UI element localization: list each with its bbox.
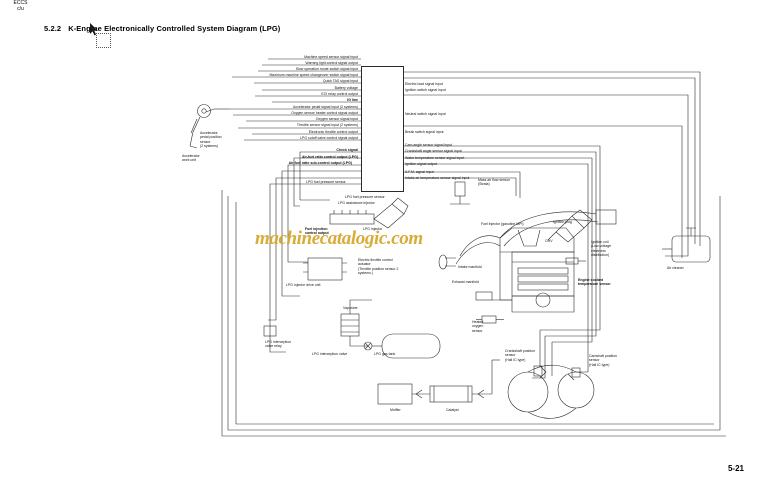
watermark: machinecatalogic.com (255, 228, 423, 249)
lpg-interception-valve-relay-label: LPG interception valve relay (265, 340, 292, 349)
electric-throttle-actuator-label: Electric throttle control actuator (Thro… (358, 258, 399, 276)
signal-label-accelerator-pedal: Accelerator pedal signal input (2 system… (293, 104, 358, 109)
signal-label-lpg-cutoff-valve: LPG cutoff valve control signal output (300, 135, 358, 140)
crankshaft-position-sensor-label: Crankshaft position sensor (Hall IC type… (505, 349, 535, 362)
signal-label-electronic-throttle: Electronic throttle control output (308, 129, 358, 134)
eccs-control-unit (361, 66, 404, 192)
ecu-subname: c/u (17, 6, 24, 13)
lpg-gas-tank-label: LPG gas tank (374, 352, 396, 356)
signal-label-max-machine-speed: Maximum machine speed changeover switch … (269, 72, 358, 77)
signal-label-throttle-sensor: Throttle sensor signal input (2 systems) (296, 123, 358, 127)
eccs-control-unit-label: ECCS c/u (0, 0, 41, 13)
section-number: 5.2.2 (44, 24, 62, 33)
signal-label-lpg-fuel-pressure-left: LPG fuel pressure sensor (306, 180, 346, 184)
page-number: 5-21 (727, 464, 744, 473)
signal-label-neutral-switch: Neutral switch signal input (405, 112, 446, 116)
signal-label-intake-air-temp: Intake air temperature sensor signal inp… (405, 175, 470, 180)
signal-label-battery-voltage: Battery voltage (334, 85, 358, 90)
signal-label-slow-operation-mode: Slow operation mode switch signal input (295, 66, 358, 71)
camshaft-position-sensor-label: Camshaft position sensor (Hall IC type) (589, 354, 618, 367)
catalyst-label: Catalyst (446, 408, 459, 412)
signal-label-crankshaft-angle: Crankshaft angle sensor signal input (405, 149, 462, 153)
signal-label-electric-load: Electric load signal input (405, 82, 443, 86)
signal-label-ig-line: IG line (347, 97, 358, 102)
heated-oxygen-sensor-label: Heated oxygen sensor (472, 320, 484, 333)
signal-label-air-fuel-ratio-sub: Air-fuel ratio sub-control output (LPG) (288, 161, 352, 165)
lpg-interception-valve-label: LPG interception valve (312, 352, 348, 356)
signal-label-quick-tas: Quick TAS signal input (322, 78, 358, 83)
signal-label-air-fuel-ratio-control: Air-fuel ratio control output (LPG) (302, 154, 358, 159)
section-title: K-Engine Electronically Controlled Syste… (68, 24, 281, 33)
signal-label-ignition-signal-output: Ignition signal output (405, 161, 438, 166)
signal-label-afm: A.F.M. signal input (405, 169, 434, 174)
air-cleaner-label: Air cleaner (667, 266, 684, 270)
vaporizer-label: Vaporizer (343, 306, 358, 310)
lpg-assistance-injector-label: LPG assistance injector (338, 201, 375, 205)
signal-label-break-switch: Break switch signal input (405, 130, 444, 134)
page-title: 5.2.2 K-Engine Electronically Controlled … (44, 24, 280, 33)
ecu-name: ECCS (13, 0, 28, 6)
accelerator-pedal-sensor-label: Accelerator pedal position sensor (2 sys… (200, 131, 222, 149)
accelerator-work-unit-label: Accelerator work unit (182, 154, 200, 163)
signal-label-check-signal: Check signal (336, 148, 358, 152)
fuel-injector-gasoline-label: Fuel injector (gasoline MPI) (481, 222, 524, 226)
ignition-plug-label: Ignition plug (553, 220, 572, 224)
signal-label-oxygen-sensor: Oxygen sensor signal input (315, 116, 358, 121)
lpg-fuel-pressure-sensor-label: LPG fuel pressure sensor (345, 195, 385, 199)
signal-label-oxygen-heater: Oxygen sensor heater control signal outp… (291, 110, 358, 115)
ohv-label: OHV (545, 239, 553, 243)
signal-label-eci-relay: ECI relay control output (321, 91, 358, 96)
mouse-cursor-icon (90, 23, 99, 36)
fuel-injection-control-label: Fuel injection control output (305, 227, 329, 236)
lpg-injector-drive-unit-label: LPG injector drive unit (286, 283, 321, 287)
signal-label-ignition-switch: Ignition switch signal input (405, 88, 446, 92)
signal-label-cam-angle: Cam angle sensor signal input (405, 143, 453, 147)
selection-marquee (96, 33, 111, 48)
signal-label-warning-light: Warning light control signal output (305, 60, 358, 65)
lpg-injector-label: LPG injector (363, 227, 383, 231)
exhaust-manifold-label: Exhaust manifold (452, 280, 479, 284)
engine-coolant-temperature-sensor-label: Engine coolant temperature sensor (578, 278, 611, 287)
muffler-label: Muffler (390, 408, 401, 412)
intake-manifold-label: Intake manifold (458, 265, 482, 269)
signal-label-machine-speed: Machine speed sensor signal input (304, 54, 358, 59)
mass-air-flow-sensor-label: Mass air flow sensor (Strata) (478, 178, 510, 187)
signal-label-water-temperature: Water temperature sensor signal input (405, 155, 465, 160)
ignition-coil-label: Ignition coil (Low-voltage electronic di… (591, 240, 612, 258)
